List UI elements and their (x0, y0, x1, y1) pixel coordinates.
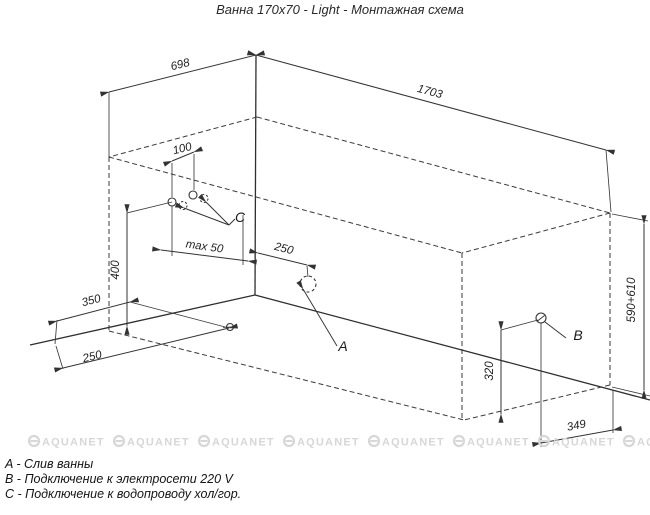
dim-width: 698 (169, 57, 191, 74)
drain-point (299, 275, 317, 293)
power-point (535, 312, 547, 324)
dim-b-offset: 349 (566, 418, 588, 434)
watermark-text: AQUANET (382, 437, 445, 449)
watermark-text: AQUANET (297, 437, 360, 449)
watermark-text: AQUANET (212, 437, 275, 449)
dim-floor-side: 350 (80, 293, 102, 310)
dim-c-spacing: 100 (172, 141, 194, 157)
watermark-row: AQUANET AQUANET AQUANET AQUANET AQUANET (27, 434, 650, 449)
watermark-text: AQUANET (552, 437, 615, 449)
diagram-title: Ванна 170x70 - Light - Монтажная схема (216, 2, 464, 17)
water-point-1 (188, 190, 198, 200)
dim-c-max-offset: max 50 (185, 238, 225, 255)
watermark-text: AQUANET (42, 437, 105, 449)
label-power: B (573, 327, 582, 343)
dim-floor-front: 250 (81, 349, 104, 366)
legend: A - Слив ванны B - Подключение к электро… (5, 457, 241, 501)
dimension-lines (47, 50, 647, 448)
watermark-item: AQUANET (622, 434, 650, 449)
water-point-2-back (178, 200, 188, 211)
watermark-item: AQUANET (537, 434, 615, 449)
watermark-text: AQUANET (637, 437, 650, 449)
dimension-texts: 698 1703 100 max 50 250 400 350 250 320 … (80, 57, 638, 434)
legend-item-b: B - Подключение к электросети 220 V (5, 471, 233, 486)
connection-points (167, 190, 547, 332)
legend-item-c: C - Подключение к водопроводу хол/гор. (5, 486, 242, 501)
dim-length: 1703 (416, 83, 444, 101)
watermark-item: AQUANET (452, 434, 530, 449)
dim-drain-offset: 250 (272, 241, 295, 258)
dim-height-range: 590+610 (626, 277, 638, 323)
watermark-item: AQUANET (197, 434, 275, 449)
legend-item-a: A - Слив ванны (5, 457, 94, 471)
dim-c-height: 400 (110, 260, 122, 280)
watermark-text: AQUANET (127, 437, 190, 449)
watermark-item: AQUANET (112, 434, 190, 449)
watermark-text: AQUANET (467, 437, 530, 449)
watermark-item: AQUANET (282, 434, 360, 449)
label-water: C (235, 209, 246, 225)
dim-b-height: 320 (484, 361, 496, 381)
watermark-item: AQUANET (367, 434, 445, 449)
extension-lines (54, 92, 650, 447)
point-labels: A B C (235, 209, 583, 354)
bathtub-outline (108, 116, 611, 421)
water-point-2 (167, 197, 177, 207)
label-drain: A (337, 338, 347, 354)
water-point-1-back (199, 193, 209, 204)
leader-lines (174, 194, 567, 347)
watermark-item: AQUANET (27, 434, 105, 449)
